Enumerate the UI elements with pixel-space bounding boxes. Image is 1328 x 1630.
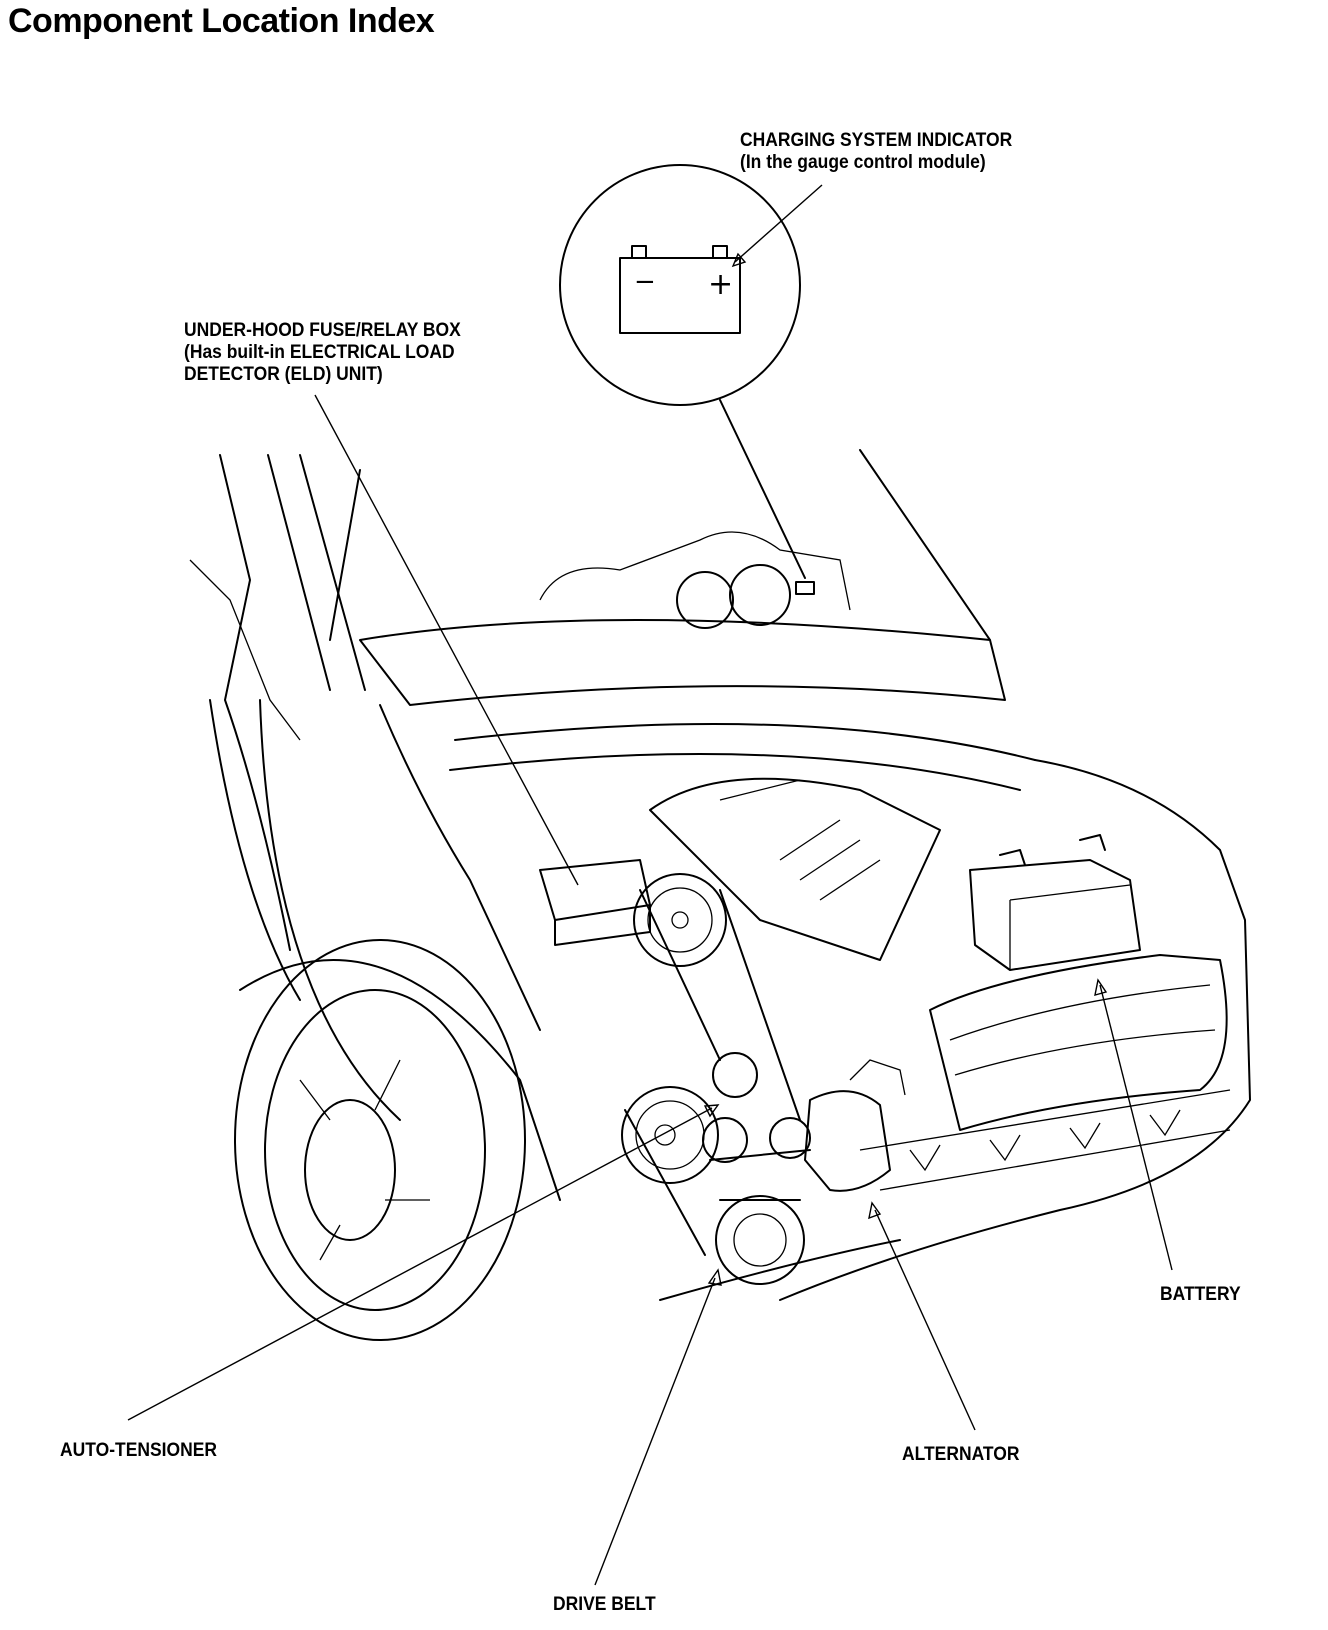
- alternator-label: ALTERNATOR: [902, 1444, 1020, 1465]
- fuse-box-line1: UNDER-HOOD FUSE/RELAY BOX: [184, 320, 461, 341]
- leader-fuse-box: [314, 394, 579, 886]
- leader-lines: [127, 184, 1173, 1586]
- battery-plus-symbol: +: [708, 267, 733, 302]
- drive-belt-label: DRIVE BELT: [553, 1594, 656, 1615]
- fuse-box-label: UNDER-HOOD FUSE/RELAY BOX (Has built-in …: [184, 320, 461, 386]
- vehicle-body: [189, 449, 1251, 1341]
- leader-alternator: [874, 1209, 976, 1431]
- charging-indicator-label: CHARGING SYSTEM INDICATOR (In the gauge …: [740, 130, 1012, 174]
- leader-charging-indicator: [734, 184, 823, 263]
- charging-indicator-magnifier: − +: [559, 164, 815, 595]
- charging-indicator-line1: CHARGING SYSTEM INDICATOR: [740, 130, 1013, 151]
- leader-auto-tensioner: [127, 1107, 713, 1421]
- fuse-box-line2: (Has built-in ELECTRICAL LOAD: [184, 342, 455, 363]
- battery-label: BATTERY: [1160, 1284, 1241, 1305]
- charging-indicator-line2: (In the gauge control module): [740, 152, 986, 173]
- auto-tensioner-label: AUTO-TENSIONER: [60, 1440, 218, 1461]
- page-title: Component Location Index: [8, 2, 435, 40]
- leader-battery: [1099, 984, 1173, 1271]
- battery-minus-symbol: −: [634, 267, 656, 297]
- fuse-box-line3: DETECTOR (ELD) UNIT): [184, 364, 383, 385]
- leader-drive-belt: [594, 1277, 716, 1586]
